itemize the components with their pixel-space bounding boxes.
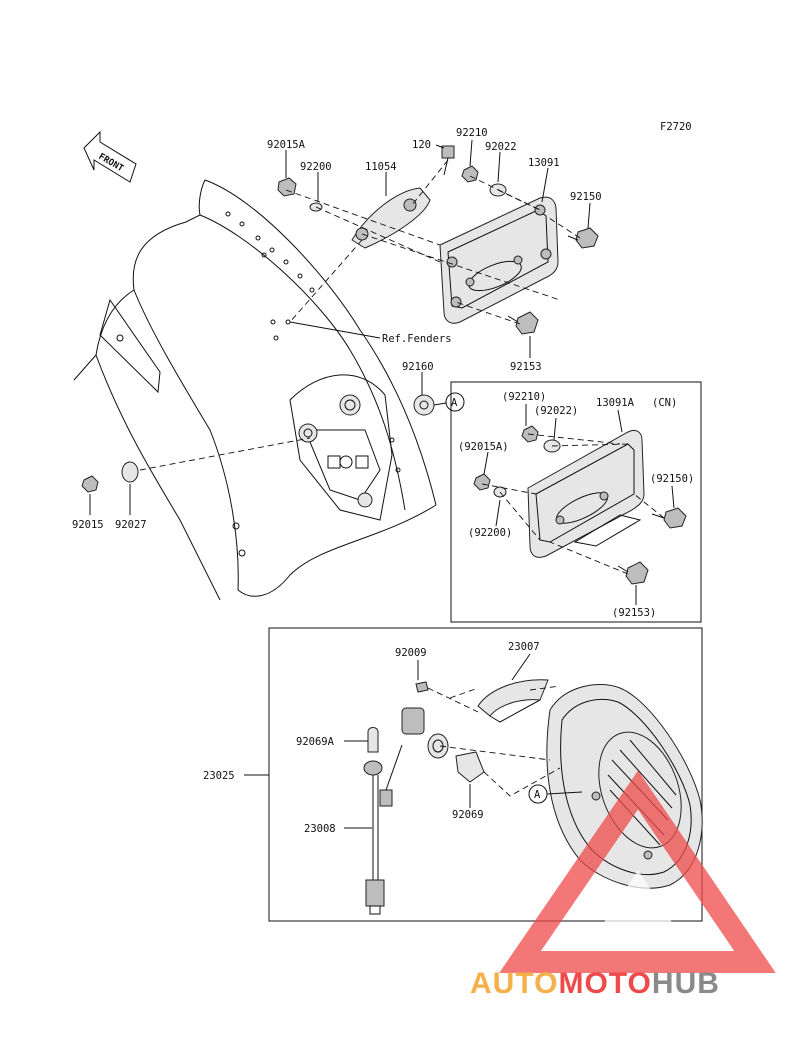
- label-92015A: 92015A: [267, 139, 306, 151]
- label-92150: 92150: [570, 191, 602, 203]
- label-92027: 92027: [115, 519, 147, 531]
- rear-fender: [73, 179, 437, 601]
- bolt-92153: [507, 311, 539, 335]
- label-cn-13091A: 13091A: [596, 397, 635, 409]
- label-92022: 92022: [485, 141, 517, 153]
- bolt-92150: [567, 227, 599, 249]
- label-23007: 23007: [508, 641, 540, 653]
- callout-a-top-letter: A: [451, 397, 458, 409]
- nut-92210: [461, 165, 479, 183]
- spacer-92027: [121, 461, 139, 483]
- label-cn-tag: (CN): [652, 397, 677, 409]
- cn-variant-box: [450, 381, 702, 623]
- wire-harness-23008: [363, 744, 403, 915]
- license-plate-13091: [439, 196, 559, 324]
- callout-a-top: [445, 392, 465, 412]
- nut-92015: [81, 475, 99, 493]
- nut-cn-92015A: [473, 473, 491, 491]
- watermark-logo: [499, 770, 776, 973]
- label-92069: 92069: [452, 809, 484, 821]
- label-11054: 11054: [365, 161, 397, 173]
- bolt-cn-92150: [651, 507, 687, 529]
- label-cn-92210: (92210): [502, 391, 546, 403]
- label-92210: 92210: [456, 127, 488, 139]
- label-92069A: 92069A: [296, 736, 335, 748]
- label-92015: 92015: [72, 519, 104, 531]
- label-23008: 23008: [304, 823, 336, 835]
- socket-assembly: [401, 707, 449, 759]
- label-92160: 92160: [402, 361, 434, 373]
- label-cn-92200: (92200): [468, 527, 512, 539]
- front-arrow-icon: FRONT: [83, 130, 137, 183]
- nut-92015A: [277, 177, 297, 197]
- label-120: 120: [412, 139, 431, 151]
- screw-92009: [415, 681, 429, 693]
- license-plate-13091A: [527, 429, 645, 558]
- bulb-92069A: [367, 727, 379, 753]
- label-cn-92153: (92153): [612, 607, 656, 619]
- figure-code: F2720: [660, 121, 692, 133]
- label-cn-92150: (92150): [650, 473, 694, 485]
- label-13091: 13091: [528, 157, 560, 169]
- bulb-92069: [455, 751, 485, 783]
- label-23025: 23025: [203, 770, 235, 782]
- label-cn-92022: (92022): [534, 405, 578, 417]
- label-92153: 92153: [510, 361, 542, 373]
- callout-a-bottom-letter: A: [534, 789, 541, 801]
- watermark-text: AUTOMOTOHUB: [470, 967, 720, 1000]
- label-cn-92015A: (92015A): [458, 441, 509, 453]
- label-92200: 92200: [300, 161, 332, 173]
- lens-cover-23007: [477, 679, 549, 723]
- bracket-11054: [351, 187, 431, 249]
- bolt-cn-92153: [617, 561, 649, 585]
- grommet-92160: [413, 394, 435, 416]
- label-ref-fenders: Ref.Fenders: [382, 333, 452, 345]
- label-92009: 92009: [395, 647, 427, 659]
